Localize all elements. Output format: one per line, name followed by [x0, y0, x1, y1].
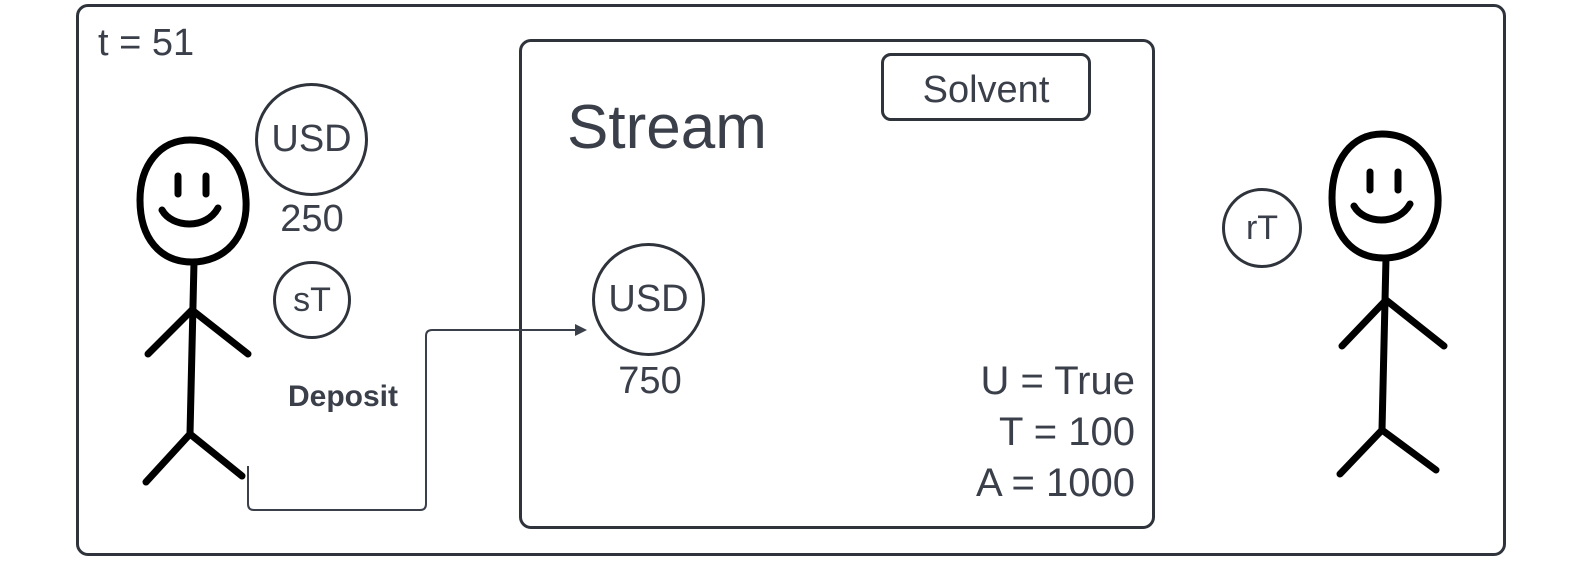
sender-stream-token: sT: [273, 261, 351, 339]
status-text: Solvent: [922, 68, 1050, 111]
sender-usd-label: USD: [271, 118, 352, 160]
deposit-arrow: [247, 324, 587, 511]
outer-frame: [76, 4, 1506, 556]
param-u: U = True: [980, 359, 1135, 403]
sender-stream-token-label: sT: [293, 280, 331, 319]
stream-usd-coin: USD: [592, 243, 705, 356]
stream-usd-balance: 750: [618, 360, 682, 402]
recipient-stream-token: rT: [1222, 188, 1302, 268]
status-badge: Solvent: [881, 53, 1091, 121]
sender-usd-balance: 250: [280, 198, 344, 240]
recipient-stick-figure: [1328, 130, 1448, 478]
param-a: A = 1000: [975, 461, 1135, 505]
stream-title: Stream: [567, 93, 767, 162]
stream-box: [519, 39, 1155, 529]
time-label: t = 51: [98, 22, 195, 64]
sender-stick-figure: [136, 136, 252, 486]
param-t: T = 100: [998, 410, 1135, 454]
stream-params: U = True T = 100 A = 1000: [940, 356, 1135, 509]
deposit-label: Deposit: [288, 380, 399, 413]
sender-usd-coin: USD: [255, 83, 368, 196]
stream-usd-label: USD: [608, 278, 689, 320]
recipient-stream-token-label: rT: [1245, 208, 1279, 247]
